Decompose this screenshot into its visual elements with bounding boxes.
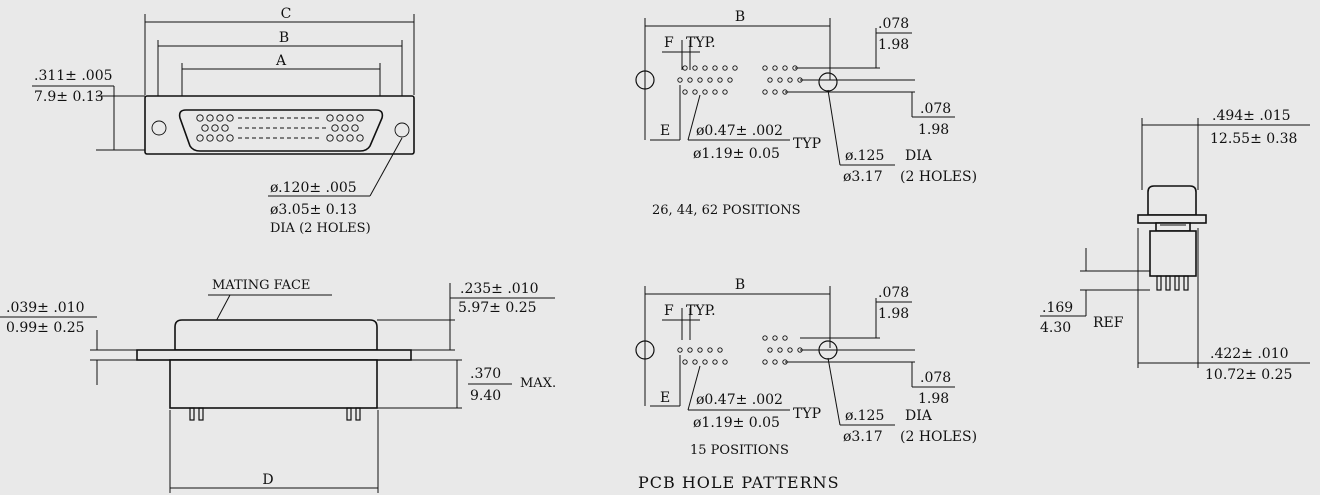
pattern-large-dim-b: B (735, 9, 745, 25)
dim-a-label: A (275, 53, 287, 69)
flange-height-in: .311± .005 (34, 68, 113, 84)
pattern-large-mount-dia-in: ø.125 (845, 148, 884, 164)
pattern-large-dim-e: E (660, 123, 670, 139)
pattern-small-dim-b: B (735, 277, 745, 293)
face-height-mm: 5.97± 0.25 (458, 300, 537, 316)
pattern-large-mount-note: (2 HOLES) (900, 169, 977, 185)
pattern-small-pitch-row-in: .078 (920, 370, 951, 386)
end-flange (1137, 214, 1207, 224)
pattern-small-pitch-row-mm: 1.98 (918, 391, 949, 407)
side-view: MATING FACE .039± .010 0.99± 0.25 .235± … (0, 278, 556, 493)
body-depth-in: .370 (470, 366, 501, 382)
end-shell (1147, 185, 1197, 216)
body-depth-mm: 9.40 (470, 388, 501, 404)
side-shell (174, 319, 378, 351)
end-body (1149, 230, 1197, 277)
hole-dia-mm: ø3.05± 0.13 (270, 202, 357, 218)
pattern-large-pin-typ: TYP (793, 136, 821, 152)
pattern-large-caption: 26, 44, 62 POSITIONS (652, 203, 800, 218)
side-body (169, 359, 378, 409)
pattern-small-pin-dia-mm: ø1.19± 0.05 (693, 415, 780, 431)
pattern-small-pin-dia-in: ø0.47± .002 (696, 392, 783, 408)
end-ref-in: .169 (1042, 300, 1073, 316)
pattern-small-mount-dia-mm: ø3.17 (843, 429, 883, 445)
end-pcb-width-mm: 10.72± 0.25 (1205, 367, 1292, 383)
pattern-large-pin-dia-mm: ø1.19± 0.05 (693, 146, 780, 162)
pattern-small-holes (677, 335, 803, 365)
mounting-hole-right (394, 122, 410, 138)
dim-b-label: B (279, 30, 289, 46)
section-title: PCB HOLE PATTERNS (638, 473, 840, 492)
pattern-large-pitch-top-mm: 1.98 (878, 37, 909, 53)
pattern-small-mount-dia-in: ø.125 (845, 408, 884, 424)
mating-face-label: MATING FACE (212, 278, 310, 293)
end-standoff (1155, 222, 1191, 232)
pattern-large-holes (677, 65, 803, 95)
pattern-small-mount-note: (2 HOLES) (900, 429, 977, 445)
flange-height-mm: 7.9± 0.13 (34, 89, 104, 105)
pattern-large-dia-word: DIA (905, 148, 933, 164)
mounting-hole-left (151, 120, 167, 136)
side-pins (189, 407, 361, 421)
pattern-small-typ: TYP. (686, 303, 716, 319)
front-contacts (196, 114, 364, 142)
pattern-large-typ: TYP. (686, 35, 716, 51)
pattern-small: B F TYP. .078 1.98 .078 1.98 E ø0.47± .0… (635, 277, 977, 458)
pattern-large-mount-dia-mm: ø3.17 (843, 169, 883, 185)
hole-dia-in: ø.120± .005 (270, 180, 357, 196)
pattern-large-pitch-top-in: .078 (878, 16, 909, 32)
pattern-large-mount-right (818, 72, 838, 92)
side-flange (136, 349, 412, 361)
end-pcb-width-in: .422± .010 (1210, 346, 1289, 362)
max-note: MAX. (520, 376, 556, 391)
end-ref-word: REF (1093, 315, 1124, 331)
end-ref-mm: 4.30 (1040, 320, 1071, 336)
flange-thk-in: .039± .010 (6, 300, 85, 316)
end-width-mm: 12.55± 0.38 (1210, 131, 1297, 147)
end-pins (1156, 275, 1189, 291)
pattern-large-mount-left (635, 70, 655, 90)
flange-thk-mm: 0.99± 0.25 (6, 320, 85, 336)
dim-c-label: C (281, 6, 292, 22)
pattern-small-dim-e: E (660, 390, 670, 406)
front-view: C B A .31 (32, 6, 415, 236)
pattern-large-pin-dia-in: ø0.47± .002 (696, 123, 783, 139)
pattern-small-pitch-top-in: .078 (878, 285, 909, 301)
pattern-small-pin-typ: TYP (793, 406, 821, 422)
pattern-large-dim-f: F (664, 35, 674, 51)
pattern-large-pitch-row-mm: 1.98 (918, 122, 949, 138)
pattern-large: B F TYP. .078 1.98 .078 1.98 E ø0.47 (635, 9, 977, 218)
pattern-small-pitch-top-mm: 1.98 (878, 306, 909, 322)
pattern-large-pitch-row-in: .078 (920, 101, 951, 117)
dim-d-label: D (262, 472, 273, 488)
pattern-small-dim-f: F (664, 303, 674, 319)
pattern-small-dia-word: DIA (905, 408, 933, 424)
face-height-in: .235± .010 (460, 281, 539, 297)
end-width-in: .494± .015 (1212, 108, 1291, 124)
pattern-small-mount-left (635, 340, 655, 360)
end-view: .494± .015 12.55± 0.38 .169 4.30 REF .42… (1040, 108, 1310, 383)
hole-dia-note: DIA (2 HOLES) (270, 221, 371, 236)
pattern-small-caption: 15 POSITIONS (690, 443, 789, 458)
